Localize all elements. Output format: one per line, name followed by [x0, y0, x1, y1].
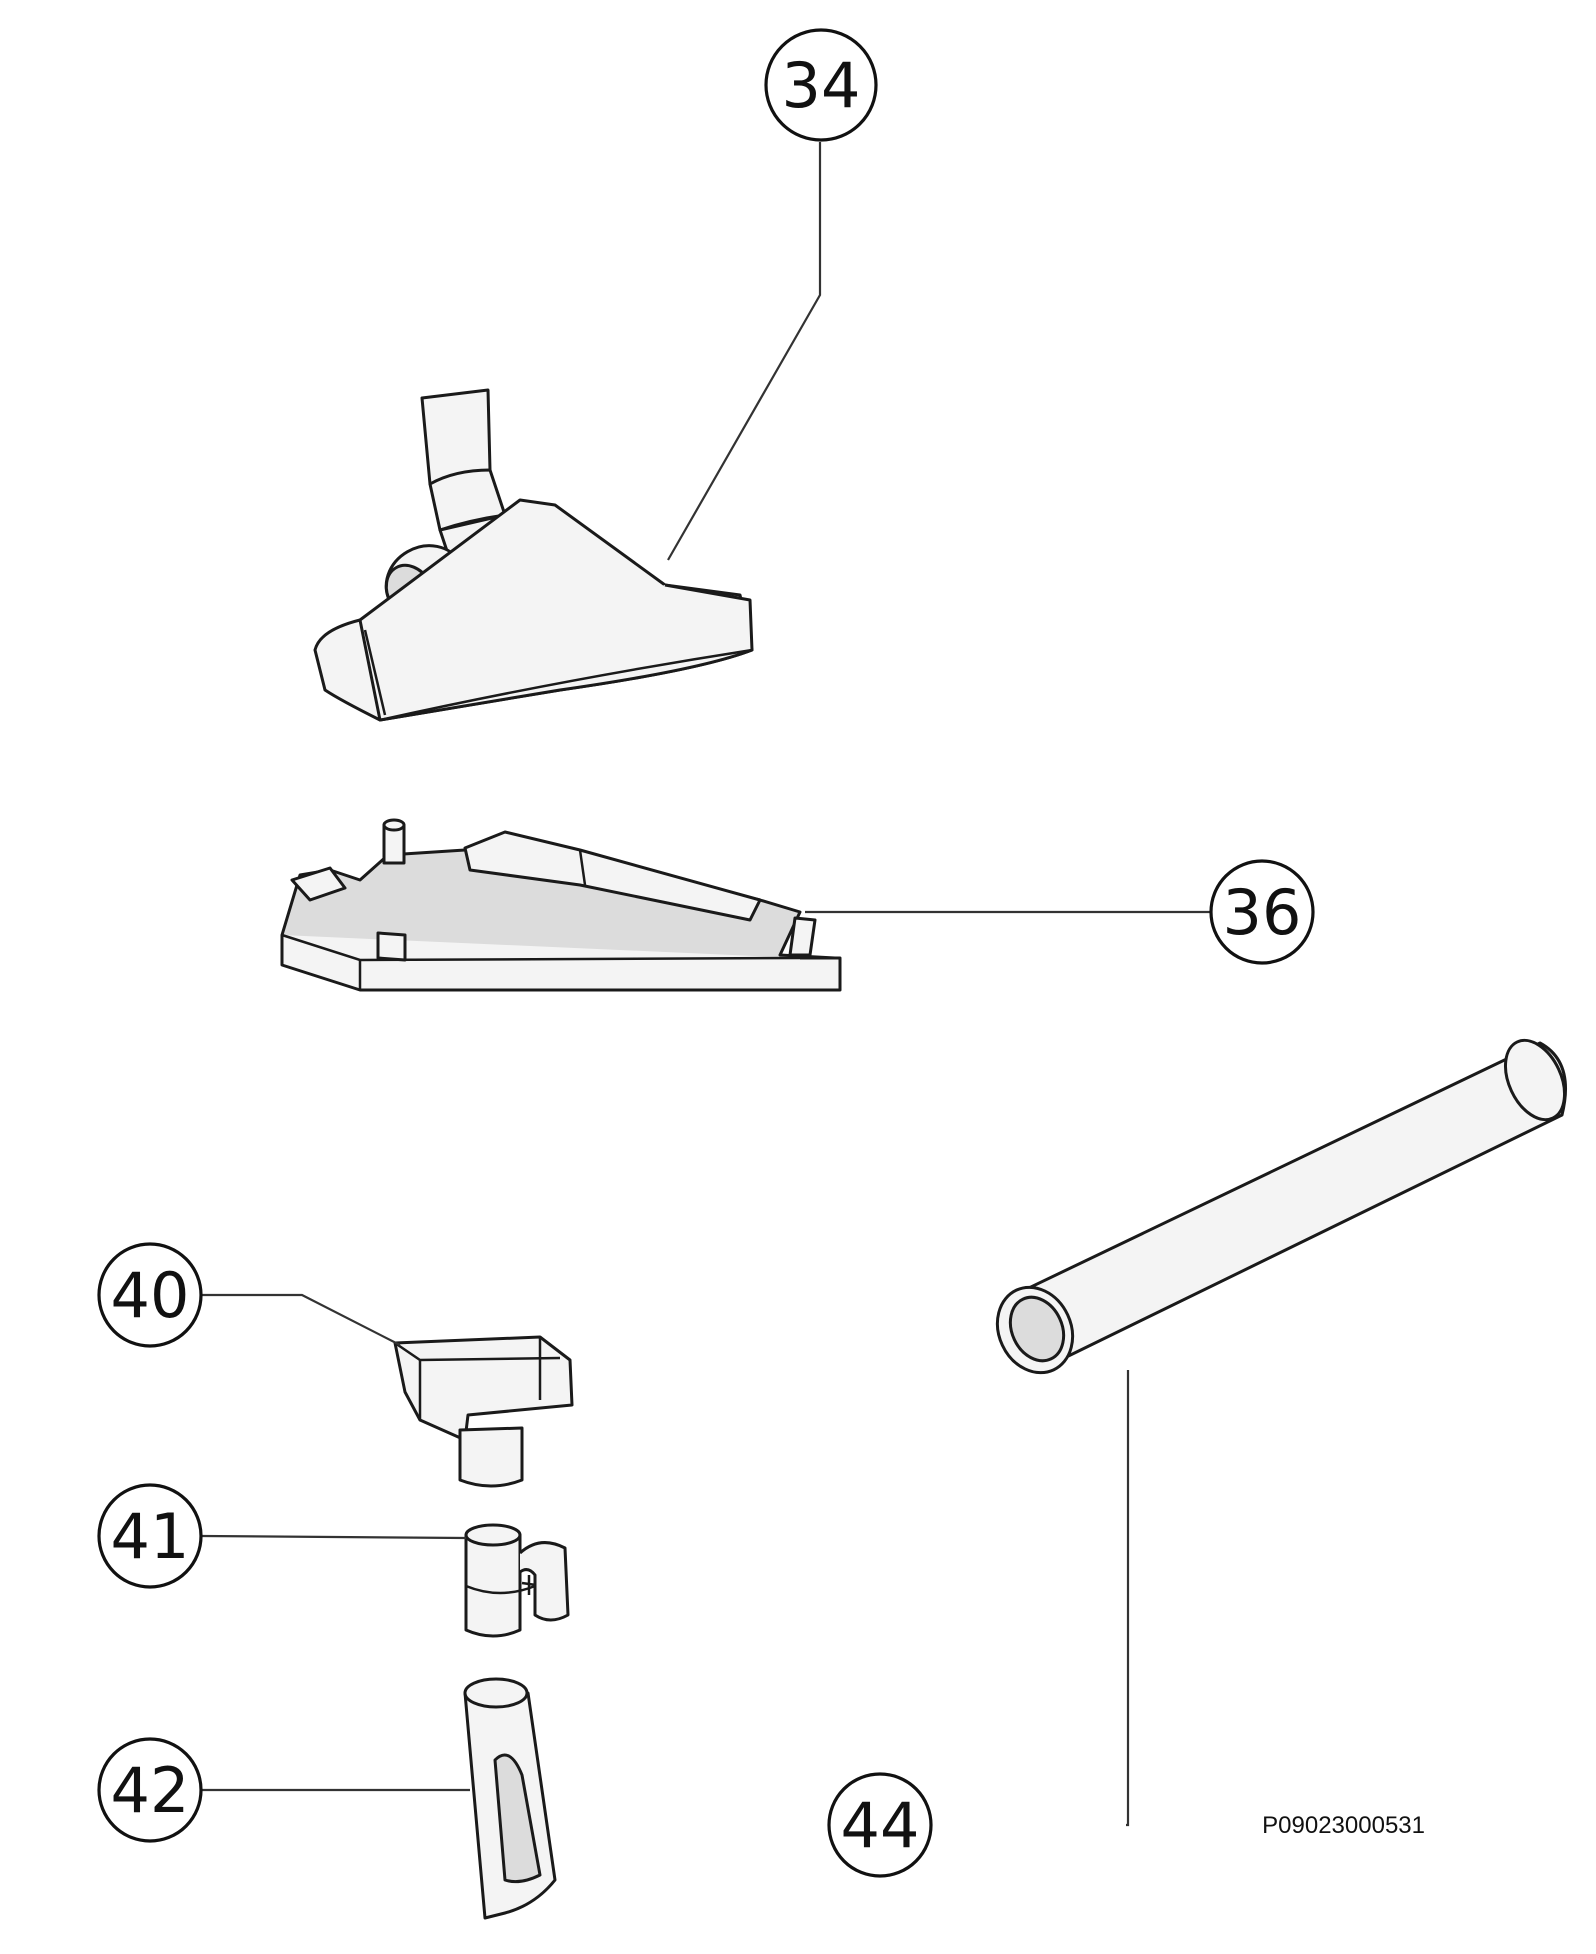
callout-41-label: 41 [111, 1500, 190, 1573]
part-41-clip-adapter [464, 1523, 570, 1638]
callout-44-label: 44 [841, 1789, 920, 1862]
leader-44 [1126, 1370, 1130, 1827]
callout-36-label: 36 [1223, 876, 1302, 949]
callout-40: 40 [97, 1242, 203, 1348]
callout-42-label: 42 [111, 1754, 190, 1827]
callout-36: 36 [1209, 859, 1315, 965]
part-44-extension-tube [995, 1038, 1567, 1375]
part-42-crevice-tool [463, 1677, 557, 1920]
leader-40 [202, 1293, 401, 1346]
leader-41 [201, 1534, 467, 1540]
part-code-label: P09023000531 [1262, 1812, 1425, 1839]
callout-42: 42 [97, 1737, 203, 1843]
part-34-floor-nozzle [313, 388, 754, 722]
callout-34: 34 [764, 28, 878, 142]
callout-44: 44 [827, 1772, 933, 1878]
callout-34-label: 34 [782, 49, 861, 122]
leader-34 [667, 142, 822, 561]
leader-lines [201, 142, 1210, 1827]
part-36-base-plate [280, 818, 842, 992]
part-40-upholstery-nozzle [393, 1335, 574, 1488]
callout-40-label: 40 [111, 1259, 190, 1332]
callout-41: 41 [97, 1483, 203, 1589]
